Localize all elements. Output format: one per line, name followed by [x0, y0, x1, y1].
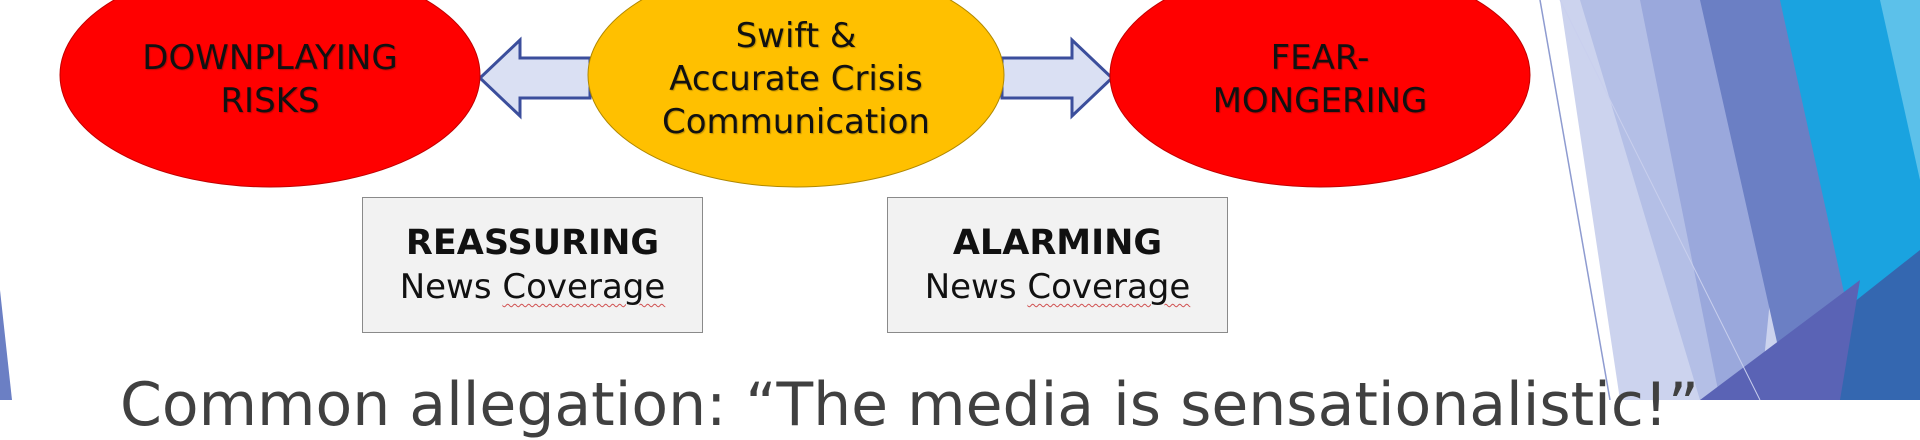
- ellipse-fearmongering: [1109, 0, 1531, 188]
- alarming-title: ALARMING: [952, 223, 1163, 263]
- panel-purple: [1700, 280, 1860, 400]
- reassuring-prefix: News: [399, 267, 503, 307]
- panel-cyan-light: [1880, 0, 1920, 180]
- downplaying-risks-label: DOWNPLAYING RISKS: [90, 35, 450, 125]
- center-line-3: Communication: [662, 102, 930, 142]
- decorative-panels: [0, 0, 1920, 400]
- reassuring-coverage: Coverage: [502, 267, 666, 307]
- alarming-coverage: Coverage: [1027, 267, 1191, 307]
- arrow-right: [1000, 36, 1115, 120]
- alarming-box: ALARMING News Coverage: [887, 197, 1228, 333]
- alarming-subtitle: News Coverage: [925, 265, 1191, 309]
- reassuring-subtitle: News Coverage: [400, 265, 666, 309]
- allegation-caption: Common allegation: “The media is sensati…: [120, 370, 1699, 440]
- ellipse-center: [587, 0, 1005, 188]
- center-line-1: Swift &: [735, 16, 857, 56]
- crisis-communication-label: Swift & Accurate Crisis Communication: [616, 12, 976, 147]
- fear-mongering-label: FEAR- MONGERING: [1140, 35, 1500, 125]
- center-line-2: Accurate Crisis: [669, 59, 923, 99]
- arrow-left: [477, 36, 592, 120]
- fearmongering-line-1: FEAR-: [1270, 38, 1370, 78]
- reassuring-box: REASSURING News Coverage: [362, 197, 703, 333]
- downplaying-line-1: DOWNPLAYING: [142, 38, 398, 78]
- ellipse-downplaying: [59, 0, 481, 188]
- reassuring-title: REASSURING: [405, 223, 660, 263]
- panel-line-2: [1559, 0, 1761, 400]
- alarming-prefix: News: [924, 267, 1028, 307]
- fearmongering-line-2: MONGERING: [1212, 81, 1428, 121]
- downplaying-line-2: RISKS: [220, 81, 320, 121]
- diagram-shapes: [0, 0, 1920, 400]
- left-edge-sliver: [0, 290, 12, 400]
- panel-line: [1539, 0, 1611, 400]
